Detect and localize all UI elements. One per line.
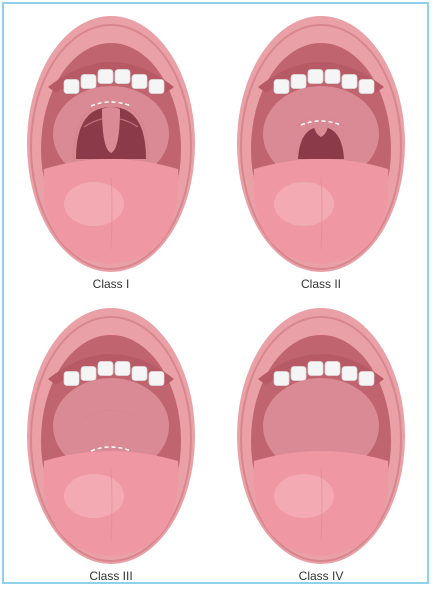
panel-label: Class IV	[226, 569, 416, 583]
tongue-highlight	[274, 474, 334, 518]
tooth	[149, 80, 164, 94]
tooth	[98, 70, 113, 84]
tongue-highlight	[64, 182, 124, 226]
tooth	[291, 367, 306, 381]
panel-class-4: Class IV	[226, 301, 416, 591]
tooth	[274, 372, 289, 386]
tooth	[359, 80, 374, 94]
tongue-highlight	[274, 182, 334, 226]
tooth	[81, 367, 96, 381]
panel-label: Class I	[16, 277, 206, 291]
tooth	[81, 75, 96, 89]
mouth-illustration-class-3	[16, 301, 206, 591]
tongue-highlight	[64, 474, 124, 518]
panel-label: Class II	[226, 277, 416, 291]
tooth	[342, 367, 357, 381]
panel-class-2: Class II	[226, 9, 416, 299]
tooth	[115, 362, 130, 376]
tooth	[98, 362, 113, 376]
tooth	[308, 362, 323, 376]
tooth	[342, 75, 357, 89]
tooth	[64, 372, 79, 386]
mouth-illustration-class-4	[226, 301, 416, 591]
tooth	[325, 362, 340, 376]
panel-label: Class III	[16, 569, 206, 583]
mouth-illustration-class-1	[16, 9, 206, 299]
panel-class-3: Class III	[16, 301, 206, 591]
tooth	[325, 70, 340, 84]
figure-frame: Class I Class II Class III Class IV	[2, 2, 429, 584]
tooth	[115, 70, 130, 84]
tooth	[274, 80, 289, 94]
tooth	[64, 80, 79, 94]
tooth	[308, 70, 323, 84]
tooth	[359, 372, 374, 386]
mouth-illustration-class-2	[226, 9, 416, 299]
tooth	[149, 372, 164, 386]
tooth	[132, 75, 147, 89]
panel-class-1: Class I	[16, 9, 206, 299]
tooth	[291, 75, 306, 89]
tooth	[132, 367, 147, 381]
